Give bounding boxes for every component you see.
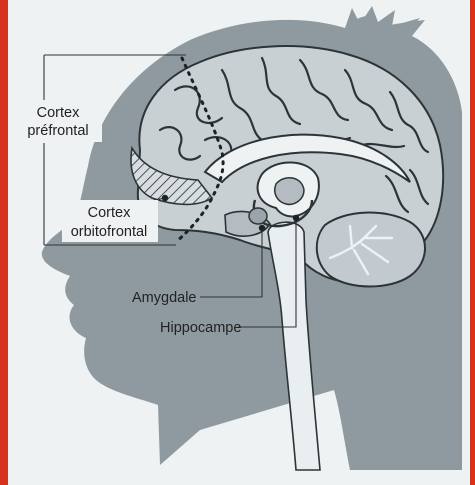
thalamus-core [275, 178, 304, 205]
label-cortex-prefrontal-1: Cortex [37, 105, 80, 121]
label-amygdale: Amygdale [132, 290, 196, 306]
hippocampus-dot [293, 215, 299, 221]
orbitofrontal-dot [162, 195, 168, 201]
label-cortex-orbitofrontal-2: orbitofrontal [71, 224, 148, 240]
label-hippocampe: Hippocampe [160, 320, 241, 336]
amygdala-dot [259, 225, 265, 231]
label-cortex-orbitofrontal-1: Cortex [88, 205, 131, 221]
label-cortex-prefrontal-2: préfrontal [27, 123, 88, 139]
amygdala-shape [249, 208, 267, 224]
